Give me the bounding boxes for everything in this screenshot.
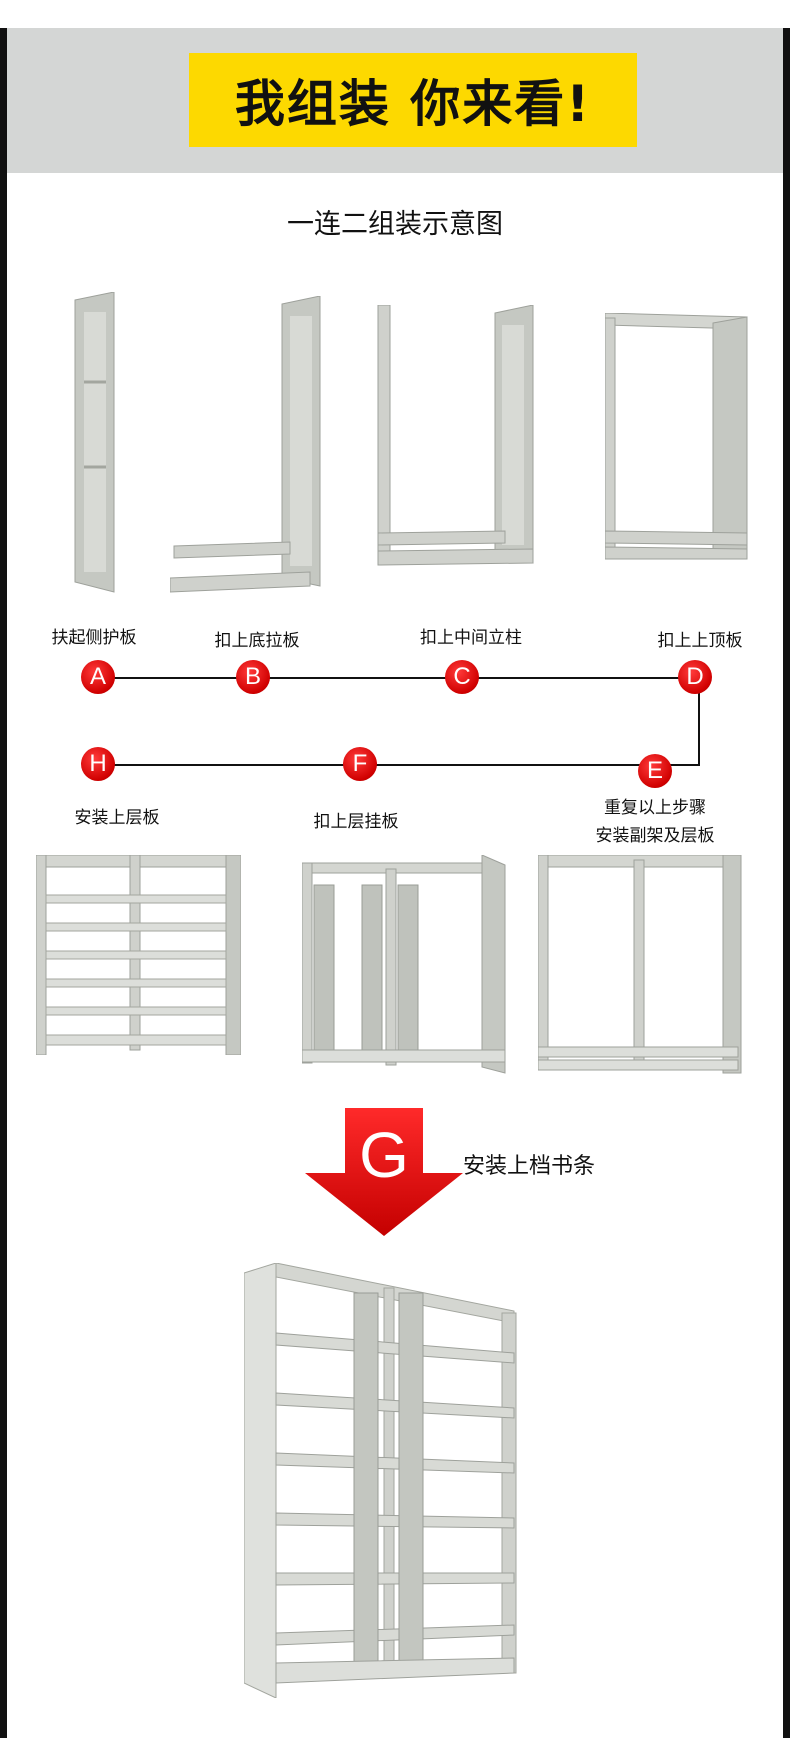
- left-border: [0, 28, 7, 1738]
- step-g-badge: G: [359, 1119, 409, 1191]
- step-h-label: 安装上层板: [74, 808, 160, 828]
- step-e-badge: E: [638, 754, 672, 788]
- step-a-badge: A: [81, 660, 115, 694]
- page-title: 一连二组装示意图: [287, 209, 503, 240]
- down-arrow-icon: [305, 1108, 463, 1236]
- step-c-image: [377, 305, 534, 566]
- banner: 我组装 你来看!: [189, 53, 637, 147]
- step-c-badge: C: [445, 660, 479, 694]
- final-bookshelf-image: [244, 1263, 517, 1698]
- step-h-badge: H: [81, 747, 115, 781]
- step-a-label: 扶起侧护板: [51, 628, 137, 648]
- step-f-label: 扣上层挂板: [313, 812, 399, 832]
- step-a-image: [74, 292, 115, 593]
- flow-line-vertical: [698, 677, 700, 765]
- step-b-label: 扣上底拉板: [214, 631, 300, 651]
- flow-line-top: [98, 677, 700, 679]
- step-b-image: [170, 296, 321, 593]
- step-e-label-line1: 重复以上步骤: [604, 798, 706, 818]
- step-f-image: [302, 855, 506, 1074]
- step-d-label: 扣上上顶板: [657, 631, 743, 651]
- step-d-image: [605, 313, 748, 560]
- step-d-badge: D: [678, 660, 712, 694]
- step-f-badge: F: [343, 747, 377, 781]
- step-e-image: [538, 855, 742, 1074]
- right-border: [783, 28, 790, 1738]
- flow-line-bottom: [98, 764, 700, 766]
- step-e-label-line2: 安装副架及层板: [595, 826, 715, 846]
- step-b-badge: B: [236, 660, 270, 694]
- step-c-label: 扣上中间立柱: [420, 628, 522, 648]
- step-g-label: 安装上档书条: [463, 1154, 596, 1179]
- step-h-image: [36, 855, 241, 1055]
